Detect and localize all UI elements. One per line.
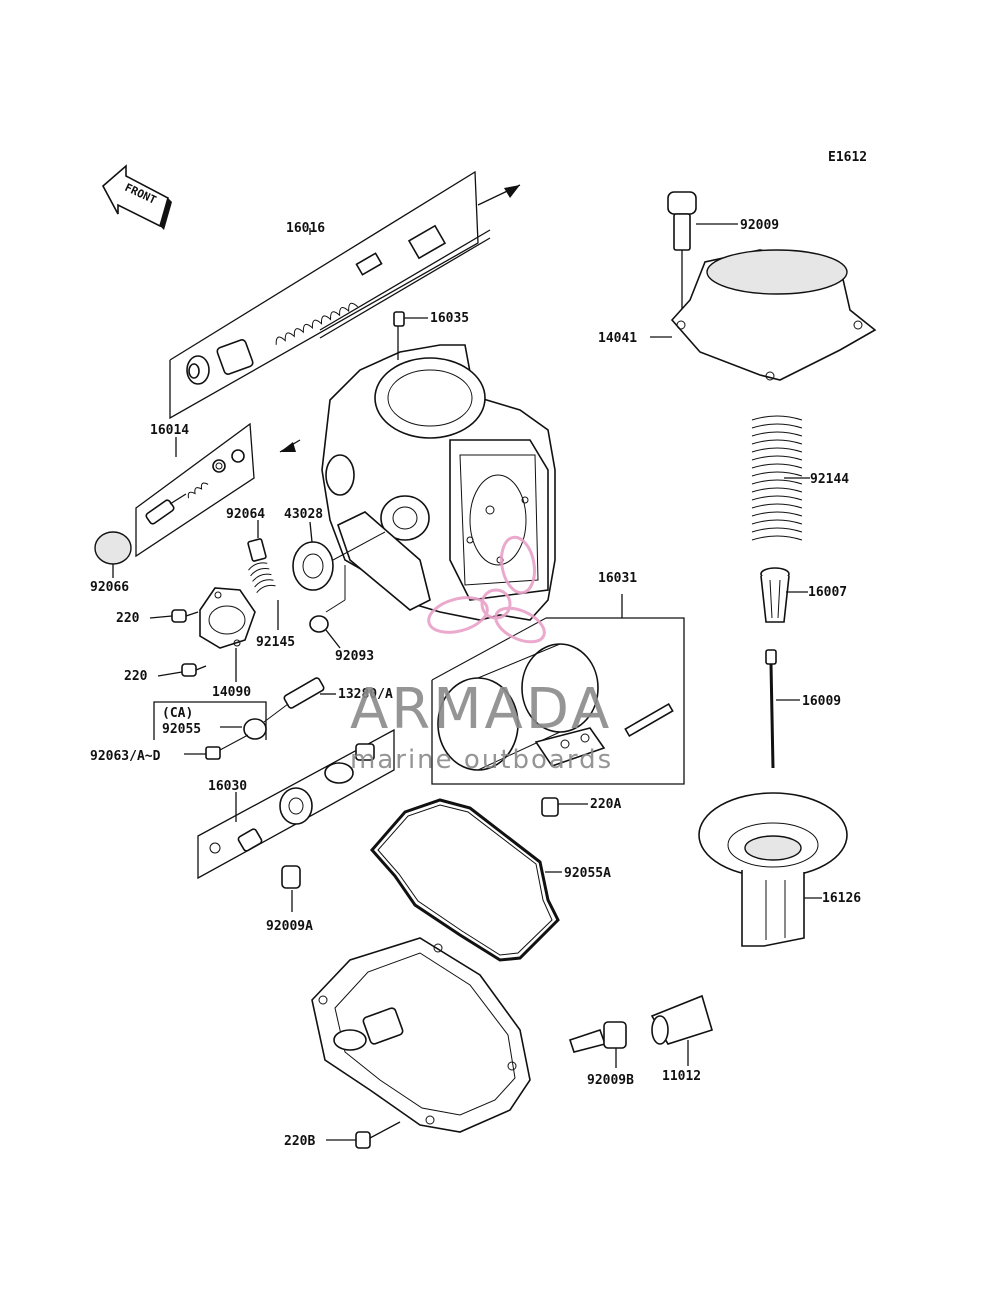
part-float-bowl <box>311 937 531 1133</box>
label-14041: 14041 <box>598 331 637 346</box>
label-92063: 92063/A~D <box>90 749 161 764</box>
part-92055A-gasket <box>370 798 562 962</box>
watermark-propeller-icon <box>427 535 546 644</box>
label-16035: 16035 <box>430 311 469 326</box>
label-92009A: 92009A <box>266 919 313 934</box>
label-16007: 16007 <box>808 585 847 600</box>
label-92009B: 92009B <box>587 1073 634 1088</box>
part-16016-pilot-screw-assembly <box>169 170 521 420</box>
part-92145-spring <box>248 562 279 630</box>
label-220-upper: 220 <box>116 611 140 626</box>
part-16007-needle-holder <box>760 567 808 623</box>
part-16031-throttle-valve-set <box>431 594 685 785</box>
label-16009: 16009 <box>802 694 841 709</box>
label-92093: 92093 <box>335 649 374 664</box>
label-92144: 92144 <box>810 472 849 487</box>
label-92055A: 92055A <box>564 866 611 881</box>
label-92064: 92064 <box>226 507 265 522</box>
label-11012: 11012 <box>662 1069 701 1084</box>
part-92063-main-jet <box>184 734 249 760</box>
part-11012-boot <box>650 994 713 1066</box>
part-92009-screw <box>667 191 738 318</box>
part-16030-jet-set <box>197 728 395 880</box>
diagram-code: E1612 <box>828 150 867 165</box>
part-92009B-drain-screw <box>568 1021 627 1068</box>
carburetor-body <box>279 326 556 621</box>
part-16009-jet-needle <box>765 649 800 769</box>
label-92066: 92066 <box>90 580 129 595</box>
label-220A: 220A <box>590 797 621 812</box>
part-16035-jet <box>393 311 428 327</box>
part-220-screw-lower <box>157 663 207 677</box>
watermark-tagline: marine outboards <box>350 745 613 775</box>
label-43028: 43028 <box>284 507 323 522</box>
label-13280: 13280/A <box>338 687 393 702</box>
ca-group-box <box>153 701 289 740</box>
part-220-screw-upper <box>149 609 199 623</box>
label-220B: 220B <box>284 1134 315 1149</box>
label-16016: 16016 <box>286 221 325 236</box>
label-92055: 92055 <box>162 722 201 737</box>
label-16014: 16014 <box>150 423 189 438</box>
label-14090: 14090 <box>212 685 251 700</box>
label-220-lower: 220 <box>124 669 148 684</box>
part-92144-spring <box>751 415 810 541</box>
label-92009: 92009 <box>740 218 779 233</box>
part-220B-screw <box>326 1121 401 1149</box>
part-14090-cover <box>199 587 256 682</box>
label-16031: 16031 <box>598 571 637 586</box>
label-ca: (CA) <box>162 706 193 721</box>
part-92009A-plug <box>281 865 301 912</box>
part-16014-air-screw-set <box>135 422 255 558</box>
label-92145: 92145 <box>256 635 295 650</box>
front-arrow-icon: FRONT <box>101 164 172 230</box>
part-92066-cap <box>94 531 132 578</box>
label-16030: 16030 <box>208 779 247 794</box>
armada-watermark: ARMADA marine outboards <box>350 535 613 775</box>
watermark-brand: ARMADA <box>350 677 612 742</box>
part-220A-screw <box>541 797 588 817</box>
part-92064-screw <box>247 520 267 562</box>
part-92093-o-ring <box>309 565 346 649</box>
part-14041-top-cover <box>650 249 877 381</box>
part-13280-needle-jet <box>283 677 336 709</box>
label-16126: 16126 <box>822 891 861 906</box>
part-43028-diaphragm <box>292 521 386 591</box>
part-16126-vacuum-piston <box>698 792 848 947</box>
